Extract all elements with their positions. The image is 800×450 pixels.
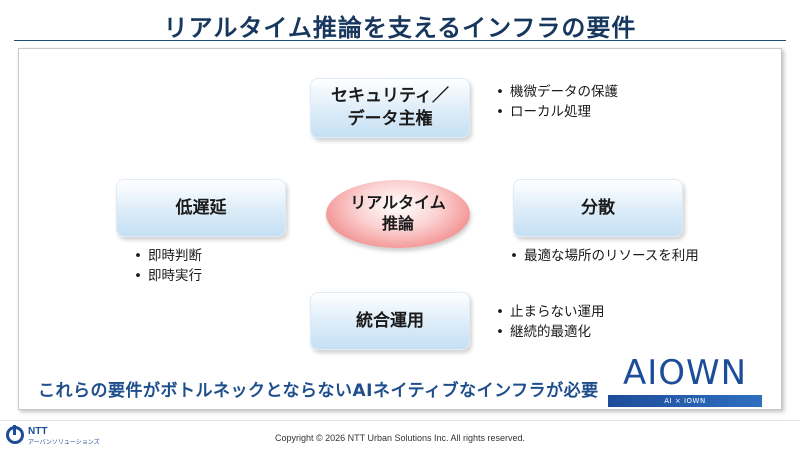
list-item: 即時実行 xyxy=(134,266,202,286)
central-concept-ellipse: リアルタイム 推論 xyxy=(326,180,470,248)
requirement-box-low-latency: 低遅延 xyxy=(116,179,286,237)
title-underline xyxy=(14,40,786,41)
center-label-line1: リアルタイム xyxy=(350,193,446,213)
list-item: 最適な場所のリソースを利用 xyxy=(510,246,699,266)
ntt-logo-name: NTT xyxy=(28,426,48,437)
slide-title: リアルタイム推論を支えるインフラの要件 xyxy=(163,14,637,42)
list-item: ローカル処理 xyxy=(496,102,618,122)
security-bullets: 機微データの保護 ローカル処理 xyxy=(496,82,618,123)
aiown-logo: AIOWN AI × IOWN xyxy=(608,353,762,408)
integrated-ops-bullets: 止まらない運用 継続的最適化 xyxy=(496,302,605,343)
list-item: 止まらない運用 xyxy=(496,302,605,322)
integrated-ops-label: 統合運用 xyxy=(356,310,424,331)
list-item: 機微データの保護 xyxy=(496,82,618,102)
low-latency-bullets: 即時判断 即時実行 xyxy=(134,246,202,287)
low-latency-label: 低遅延 xyxy=(175,197,227,218)
footer-divider xyxy=(0,420,800,421)
requirement-box-security: セキュリティ／ データ主権 xyxy=(310,78,470,138)
security-label-line1: セキュリティ／ xyxy=(331,86,449,107)
distributed-bullets: 最適な場所のリソースを利用 xyxy=(510,246,699,266)
security-label-line2: データ主権 xyxy=(347,109,433,129)
copyright-text: Copyright © 2026 NTT Urban Solutions Inc… xyxy=(274,433,526,443)
ntt-logo-sub: アーバンソリューションズ xyxy=(28,439,100,446)
center-label-line2: 推論 xyxy=(381,214,414,233)
requirement-box-distributed: 分散 xyxy=(513,179,683,237)
aiown-logo-word: AIOWN xyxy=(622,353,748,393)
ntt-mark-icon xyxy=(6,425,24,444)
requirement-box-integrated-ops: 統合運用 xyxy=(310,292,470,350)
conclusion-text: これらの要件がボトルネックとならないAIネイティブなインフラが必要 xyxy=(38,381,599,401)
aiown-logo-tagline: AI × IOWN xyxy=(608,395,762,407)
list-item: 継続的最適化 xyxy=(496,322,604,342)
distributed-label: 分散 xyxy=(581,197,615,218)
list-item: 即時判断 xyxy=(134,246,202,266)
ntt-company-logo: NTT アーバンソリューションズ xyxy=(6,424,116,446)
